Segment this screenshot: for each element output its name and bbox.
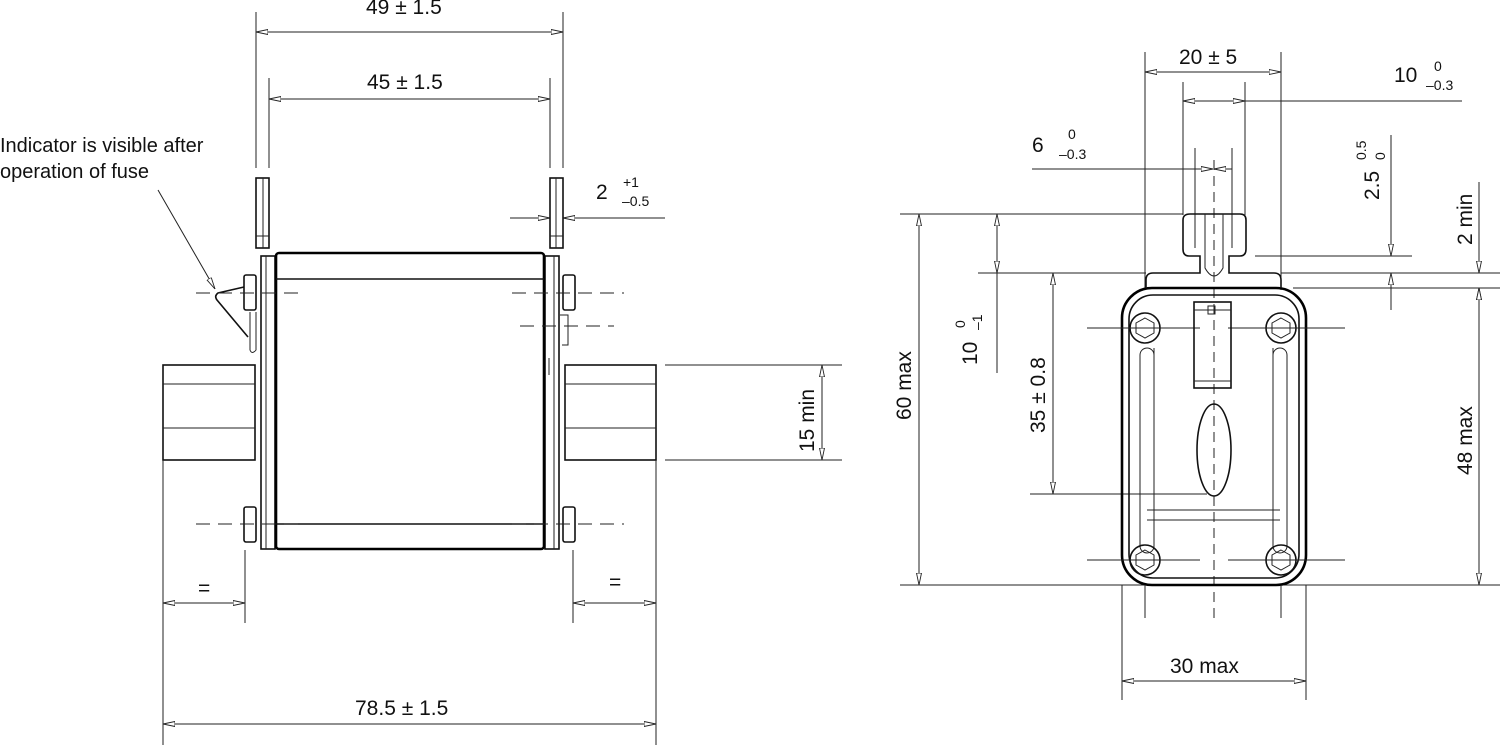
dim-slot-width-nominal: 6 xyxy=(1032,134,1044,157)
note-line-1: Indicator is visible after xyxy=(0,135,204,157)
dim-overall-contacts: 49 ± 1.5 xyxy=(366,0,442,19)
dim-tab-height-lower: –1 xyxy=(969,314,985,330)
dim-tab-offset-upper: 0.5 xyxy=(1353,140,1369,160)
end-view xyxy=(900,52,1500,700)
dim-contact-thickness-upper: +1 xyxy=(623,174,639,190)
indicator-note: Indicator is visible after operation of … xyxy=(0,133,203,185)
dim-tab-gap: 2 min xyxy=(1454,193,1477,245)
dim-inner-contacts: 45 ± 1.5 xyxy=(367,71,443,94)
dim-slot-width-lower: –0.3 xyxy=(1059,146,1087,162)
dim-tab-height-nominal: 10 xyxy=(959,341,982,365)
dim-body-width: 30 max xyxy=(1170,655,1239,678)
dim-equal-left: = xyxy=(198,577,211,600)
dim-equal-right: = xyxy=(609,571,622,594)
dim-slot-width-upper: 0 xyxy=(1068,126,1076,142)
dim-contact-thickness-nominal: 2 xyxy=(596,181,608,204)
dim-overall-length: 78.5 ± 1.5 xyxy=(355,697,449,720)
dim-tab-offset-lower: 0 xyxy=(1372,152,1388,160)
dim-tab-width-nominal: 10 xyxy=(1394,64,1418,87)
dim-tab-height-upper: 0 xyxy=(952,320,968,328)
dim-body-height: 48 max xyxy=(1454,406,1477,475)
dim-overall-height: 60 max xyxy=(893,351,916,420)
screw-icon xyxy=(1129,312,1297,576)
dim-tab-width-upper: 0 xyxy=(1434,58,1442,74)
dim-blade-height: 15 min xyxy=(796,388,819,452)
dim-tab-offset-nominal: 2.5 xyxy=(1361,170,1384,200)
dim-contact-thickness-lower: –0.5 xyxy=(622,193,650,209)
dim-center-height: 35 ± 0.8 xyxy=(1027,357,1050,433)
side-view xyxy=(157,12,842,745)
note-line-2: operation of fuse xyxy=(0,161,149,183)
dim-tab-span: 20 ± 5 xyxy=(1179,46,1238,69)
dim-tab-width-lower: –0.3 xyxy=(1426,77,1454,93)
